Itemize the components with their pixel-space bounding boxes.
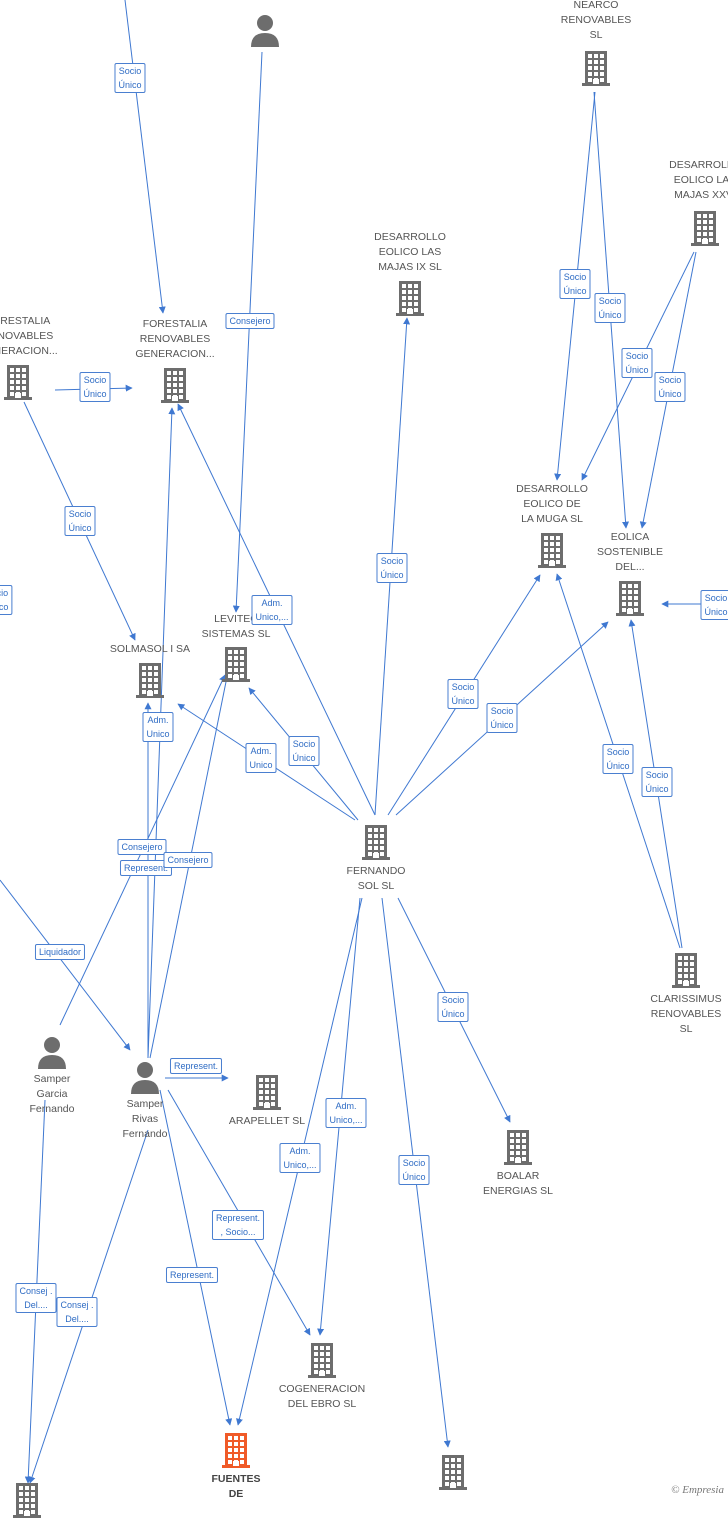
building-icon (306, 1341, 338, 1379)
building-icon (394, 279, 426, 317)
node-label: DESARROLLO EOLICO DE LA MUGA SL (516, 483, 588, 525)
building-icon (614, 579, 646, 617)
building-icon (251, 1073, 283, 1111)
edge-line (232, 51, 263, 613)
edge-label[interactable]: Consej . Del.... (56, 1297, 98, 1327)
edge-label[interactable]: Liquidador (34, 944, 86, 960)
person-icon (249, 11, 281, 49)
building-icon (536, 531, 568, 569)
node-label: NEARCO RENOVABLES SL (560, 0, 632, 41)
node-label: FUENTES DE (211, 1473, 261, 1500)
edge-label[interactable]: Socio Único (700, 590, 728, 620)
building-icon (134, 661, 166, 699)
node-label: SOLMASOL I SA (109, 643, 191, 655)
edge-label[interactable]: Adm. Unico (142, 712, 174, 742)
edge-label[interactable]: Consejero (163, 852, 213, 868)
node-label: DESARROLLO EOLICO LAS MAJAS XXVI (669, 159, 728, 201)
edge-line (159, 1089, 233, 1426)
node-label: FERNANDO SOL SL (346, 865, 406, 892)
building-icon (11, 1481, 43, 1519)
edge-label[interactable]: Represent. (165, 1267, 219, 1283)
edge-label[interactable]: Consejero (225, 313, 275, 329)
building-icon (220, 1431, 252, 1469)
edge-label[interactable]: Represent. , Socio... (211, 1210, 265, 1240)
building-icon (437, 1453, 469, 1491)
node-label: DESARROLLO EOLICO LAS MAJAS IX SL (374, 231, 446, 273)
edge-label[interactable]: Socio Único (398, 1155, 430, 1185)
building-icon (689, 209, 721, 247)
node-label: LEVITEC SISTEMAS SL (201, 613, 271, 640)
edge-label[interactable]: Represent. (169, 1058, 223, 1074)
edge-label[interactable]: Socio Único (486, 703, 518, 733)
edge-label[interactable]: Socio Único (559, 269, 591, 299)
edge-label[interactable]: Socio Único (0, 585, 13, 615)
edge-label[interactable]: Socio Único (654, 372, 686, 402)
node-label: Samper Rivas Fernando (122, 1098, 168, 1140)
node-label: FORESTALIA RENOVABLES GENERACION... (0, 315, 58, 357)
building-icon (220, 645, 252, 683)
edge-label[interactable]: Socio Único (602, 744, 634, 774)
building-icon (502, 1128, 534, 1166)
edge-label[interactable]: Socio Único (594, 293, 626, 323)
person-icon (36, 1033, 68, 1071)
edge-label[interactable]: Represent. (119, 860, 173, 876)
node-label: FORESTALIA RENOVABLES GENERACION... (135, 318, 215, 360)
node-label: CLARISSIMUS RENOVABLES SL (650, 993, 722, 1035)
building-icon (2, 363, 34, 401)
node-label: COGENERACION DEL EBRO SL (278, 1383, 366, 1410)
edge-label[interactable]: Adm. Unico (245, 743, 277, 773)
brand-watermark: © Empresia (671, 1484, 724, 1496)
node-label: EOLICA SOSTENIBLE DEL... (597, 531, 663, 573)
edge-label[interactable]: Adm. Unico,... (251, 595, 293, 625)
edge-label[interactable]: Socio Único (64, 506, 96, 536)
edge-label[interactable]: Consej . Del.... (15, 1283, 57, 1313)
edge-label[interactable]: Socio Único (288, 736, 320, 766)
edge-label[interactable]: Socio Único (447, 679, 479, 709)
edge-line (124, 0, 166, 314)
edge-label[interactable]: Adm. Unico,... (325, 1098, 367, 1128)
node-label: ARAPELLET SL (228, 1115, 306, 1127)
edge-label[interactable]: Socio Único (437, 992, 469, 1022)
building-icon (159, 366, 191, 404)
edge-line (0, 879, 131, 1051)
edge-label[interactable]: Socio Único (79, 372, 111, 402)
edge-label[interactable]: Adm. Unico,... (279, 1143, 321, 1173)
edge-label[interactable]: Socio Único (621, 348, 653, 378)
building-icon (670, 951, 702, 989)
building-icon (580, 49, 612, 87)
person-icon (129, 1058, 161, 1096)
node-label: Roberto (205, 0, 325, 5)
node-label: Samper Garcia Fernando (29, 1073, 75, 1115)
building-icon (360, 823, 392, 861)
edge-label[interactable]: Socio Único (114, 63, 146, 93)
edge-label[interactable]: Socio Único (376, 553, 408, 583)
node-label: BOALAR ENERGIAS SL (482, 1170, 554, 1197)
edge-label[interactable]: Consejero (117, 839, 167, 855)
edge-label[interactable]: Socio Único (641, 767, 673, 797)
